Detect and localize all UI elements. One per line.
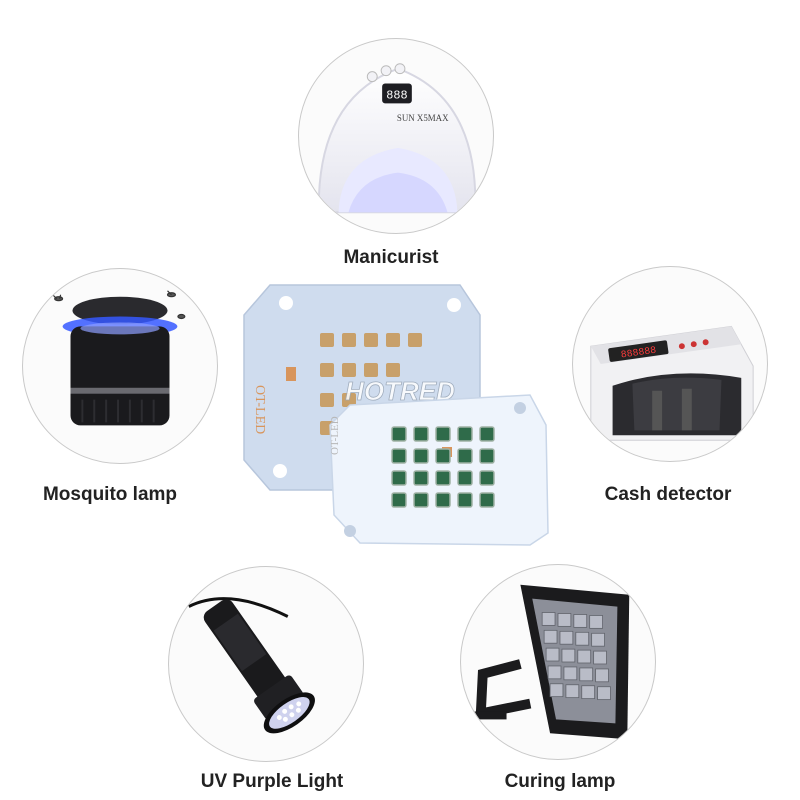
front-pcb-marking: OT-LED (329, 416, 341, 455)
mosquito-label: Mosquito lamp (42, 484, 178, 505)
led-pcb-product: OT-LED HOTRED OT-LED (230, 275, 570, 550)
curing-circle (460, 564, 656, 760)
uv-flashlight-icon (188, 597, 315, 734)
manicurist-circle: 888 SUN X5MAX (298, 38, 494, 234)
manicurist-label: Manicurist (343, 247, 439, 268)
uv-circle (168, 566, 364, 762)
mosquito-lamp-icon (52, 290, 186, 426)
cash-label: Cash detector (604, 484, 732, 505)
pcb-illustration: OT-LED HOTRED OT-LED (243, 284, 549, 546)
cash-display: 888888 (620, 345, 657, 361)
uv-label: UV Purple Light (200, 771, 344, 792)
cash-circle: 888888 (572, 266, 768, 462)
mosquito-circle (22, 268, 218, 464)
curing-label: Curing lamp (504, 771, 616, 792)
back-pcb-marking: OT-LED (252, 385, 267, 434)
nail-lamp-display: 888 (386, 88, 407, 102)
floodlight-icon (470, 584, 630, 740)
nail-lamp-brand: SUN X5MAX (397, 113, 449, 123)
cash-counter-icon: 888888 (590, 325, 754, 441)
nail-lamp-icon: 888 SUN X5MAX (317, 63, 477, 214)
